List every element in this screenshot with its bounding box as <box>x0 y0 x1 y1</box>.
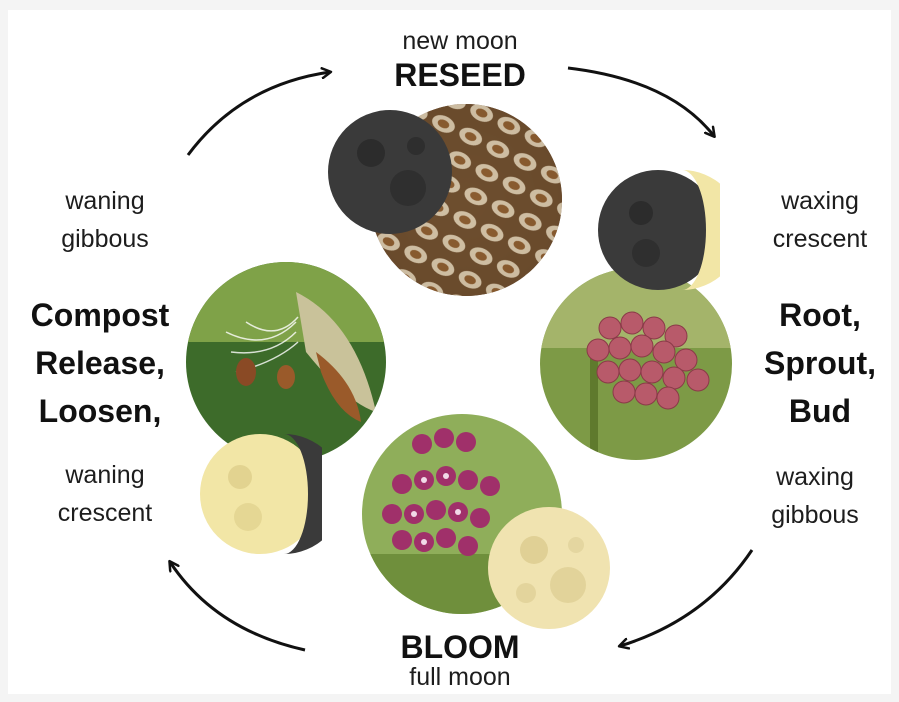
compost-stage-line2: Release, <box>20 338 180 388</box>
arrow-top-left-icon <box>188 72 330 155</box>
waning-crescent-line2: crescent <box>30 494 180 532</box>
root-stage-line2: Sprout, <box>745 338 895 388</box>
waxing-crescent-moon-icon <box>596 168 720 292</box>
new-moon-icon <box>326 108 454 236</box>
arrow-bottom-left-icon <box>170 562 305 650</box>
compost-stage-line3: Loosen, <box>20 386 180 436</box>
waxing-gibbous-line1: waxing <box>740 458 890 496</box>
reseed-stage-label: RESEED <box>370 50 550 100</box>
waning-crescent-moon-icon <box>198 432 322 556</box>
waning-crescent-line1: waning <box>30 456 180 494</box>
waxing-crescent-line1: waxing <box>745 182 895 220</box>
waxing-gibbous-line2: gibbous <box>740 496 890 534</box>
full-moon-icon <box>486 505 612 631</box>
full-moon-phase-label: full moon <box>370 658 550 696</box>
waning-gibbous-line1: waning <box>30 182 180 220</box>
waning-gibbous-line2: gibbous <box>30 220 180 258</box>
compost-stage-line1: Compost <box>20 290 180 340</box>
buds-photo <box>540 268 732 460</box>
arrow-top-right-icon <box>568 68 714 136</box>
arrow-bottom-right-icon <box>620 550 752 646</box>
waxing-crescent-line2: crescent <box>745 220 895 258</box>
root-stage-line1: Root, <box>745 290 895 340</box>
root-stage-line3: Bud <box>745 386 895 436</box>
